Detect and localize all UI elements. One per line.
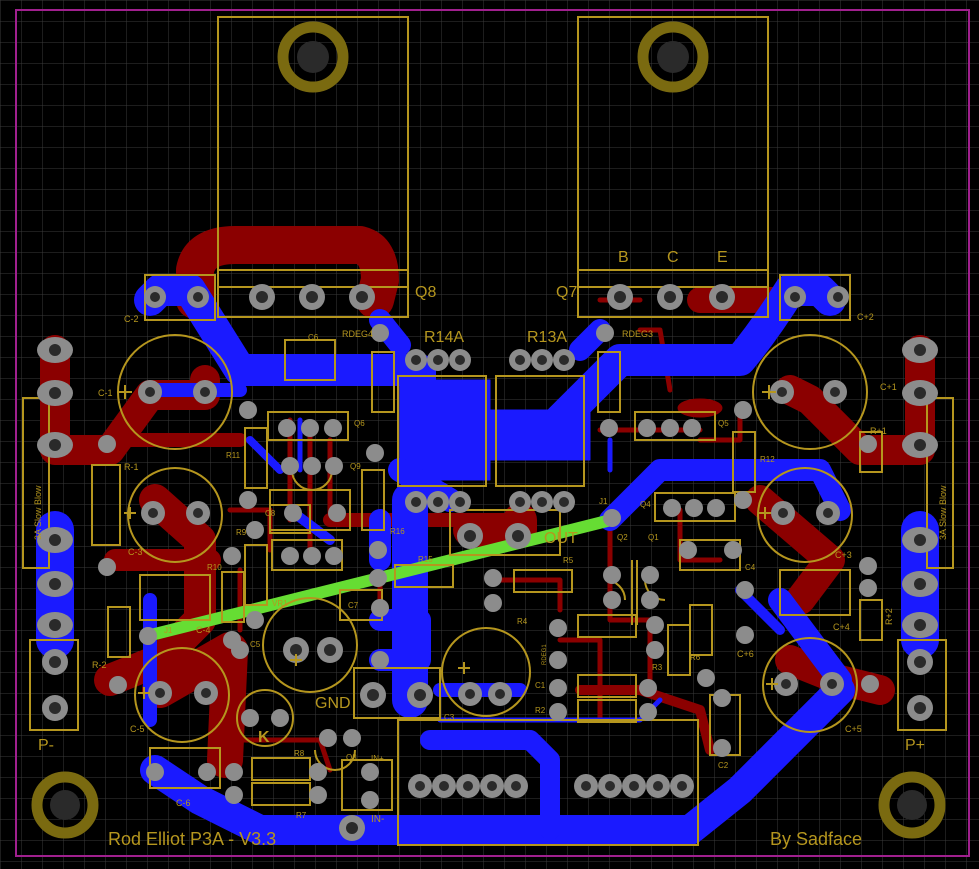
c+3-label: C+3 (835, 550, 852, 560)
p-plus-label: P+ (905, 737, 925, 754)
r4-label: R4 (517, 617, 528, 626)
r5-label: R5 (563, 556, 574, 565)
c-1-label: C-1 (98, 388, 113, 398)
r8-label: R8 (294, 749, 305, 758)
c-3-label: C-3 (128, 547, 143, 557)
p-minus-label: P- (38, 737, 54, 754)
c3-label: C3 (444, 713, 455, 722)
q5-label: Q5 (718, 419, 729, 428)
r7-label: R7 (296, 811, 307, 820)
q3-label: Q3 (346, 753, 357, 762)
in-plus-label: IN+ (371, 754, 384, 763)
vr1-label: VR1 (272, 599, 288, 608)
r15-label: R15 (418, 555, 433, 564)
j1-label: J1 (599, 497, 608, 506)
author-label: By Sadface (770, 829, 862, 849)
rdeg4-label: RDEG4 (342, 329, 373, 339)
pads-small (98, 324, 879, 809)
c4-label: C4 (745, 563, 756, 572)
k-mark-label: K (258, 729, 270, 746)
q7-label: Q7 (556, 284, 577, 301)
pin-e-label: E (717, 249, 728, 266)
r10-label: R10 (207, 563, 222, 572)
r2-label: R2 (535, 706, 546, 715)
polarity-marks (118, 385, 778, 699)
r3-label: R3 (652, 663, 663, 672)
r12-label: R12 (760, 455, 775, 464)
mount-hole-bl (31, 771, 99, 839)
c+2-label: C+2 (857, 312, 874, 322)
mount-hole-q7 (637, 21, 709, 93)
pads (37, 284, 938, 841)
q4-label: Q4 (640, 500, 651, 509)
c2-label: C2 (718, 761, 729, 770)
c+1-label: C+1 (880, 382, 897, 392)
c-5-label: C-5 (130, 724, 145, 734)
labels: Rod Elliot P3A - V3.3 By Sadface Q8 Q7 B… (33, 249, 948, 849)
c-6-label: C-6 (176, 798, 191, 808)
q2-label: Q2 (617, 533, 628, 542)
q8-label: Q8 (415, 284, 436, 301)
board-outline (15, 9, 970, 857)
pin-b-label: B (618, 249, 629, 266)
r13a-label: R13A (527, 329, 567, 346)
r14a-label: R14A (424, 329, 464, 346)
j1b-label: J1 (164, 626, 173, 635)
c8-label: C8 (265, 509, 276, 518)
c5-label: C5 (250, 640, 261, 649)
r-2-label: R-2 (92, 660, 107, 670)
r+1-label: R+1 (870, 426, 887, 436)
r9-label: R9 (236, 528, 247, 537)
pads-big (37, 284, 938, 841)
mount-hole-q8 (277, 21, 349, 93)
c-4-label: C-4 (196, 625, 211, 635)
bottom-copper-layer (36, 274, 939, 845)
pin-c-label: C (667, 249, 679, 266)
mounting-holes (31, 21, 946, 839)
r6-label: R6 (690, 653, 701, 662)
fuse-left-label: 3A Slow Blow (33, 485, 43, 540)
c-2-label: C-2 (124, 314, 139, 324)
r11-label: R11 (226, 451, 241, 460)
title-label: Rod Elliot P3A - V3.3 (108, 829, 276, 849)
c+6-label: C+6 (737, 649, 754, 659)
q6-label: Q6 (354, 419, 365, 428)
r+2-label: R+2 (884, 608, 894, 625)
out-label: OUT (544, 530, 578, 547)
in-minus-label: IN- (371, 814, 384, 825)
q9-label: Q9 (350, 462, 361, 471)
rdeg3-label: RDEG3 (622, 329, 653, 339)
c7-label: C7 (348, 601, 359, 610)
q1-label: Q1 (648, 533, 659, 542)
c6-label: C6 (308, 333, 319, 342)
rdeg-small-label: RDEG1 (542, 644, 548, 665)
c+5-label: C+5 (845, 724, 862, 734)
r-1-label: R-1 (124, 462, 139, 472)
c1-label: C1 (535, 681, 546, 690)
r16-label: R16 (390, 527, 405, 536)
fuse-right-label: 3A Slow Blow (938, 485, 948, 540)
gnd-label: GND (315, 695, 351, 712)
c+4-label: C+4 (833, 622, 850, 632)
mount-hole-br (878, 771, 946, 839)
